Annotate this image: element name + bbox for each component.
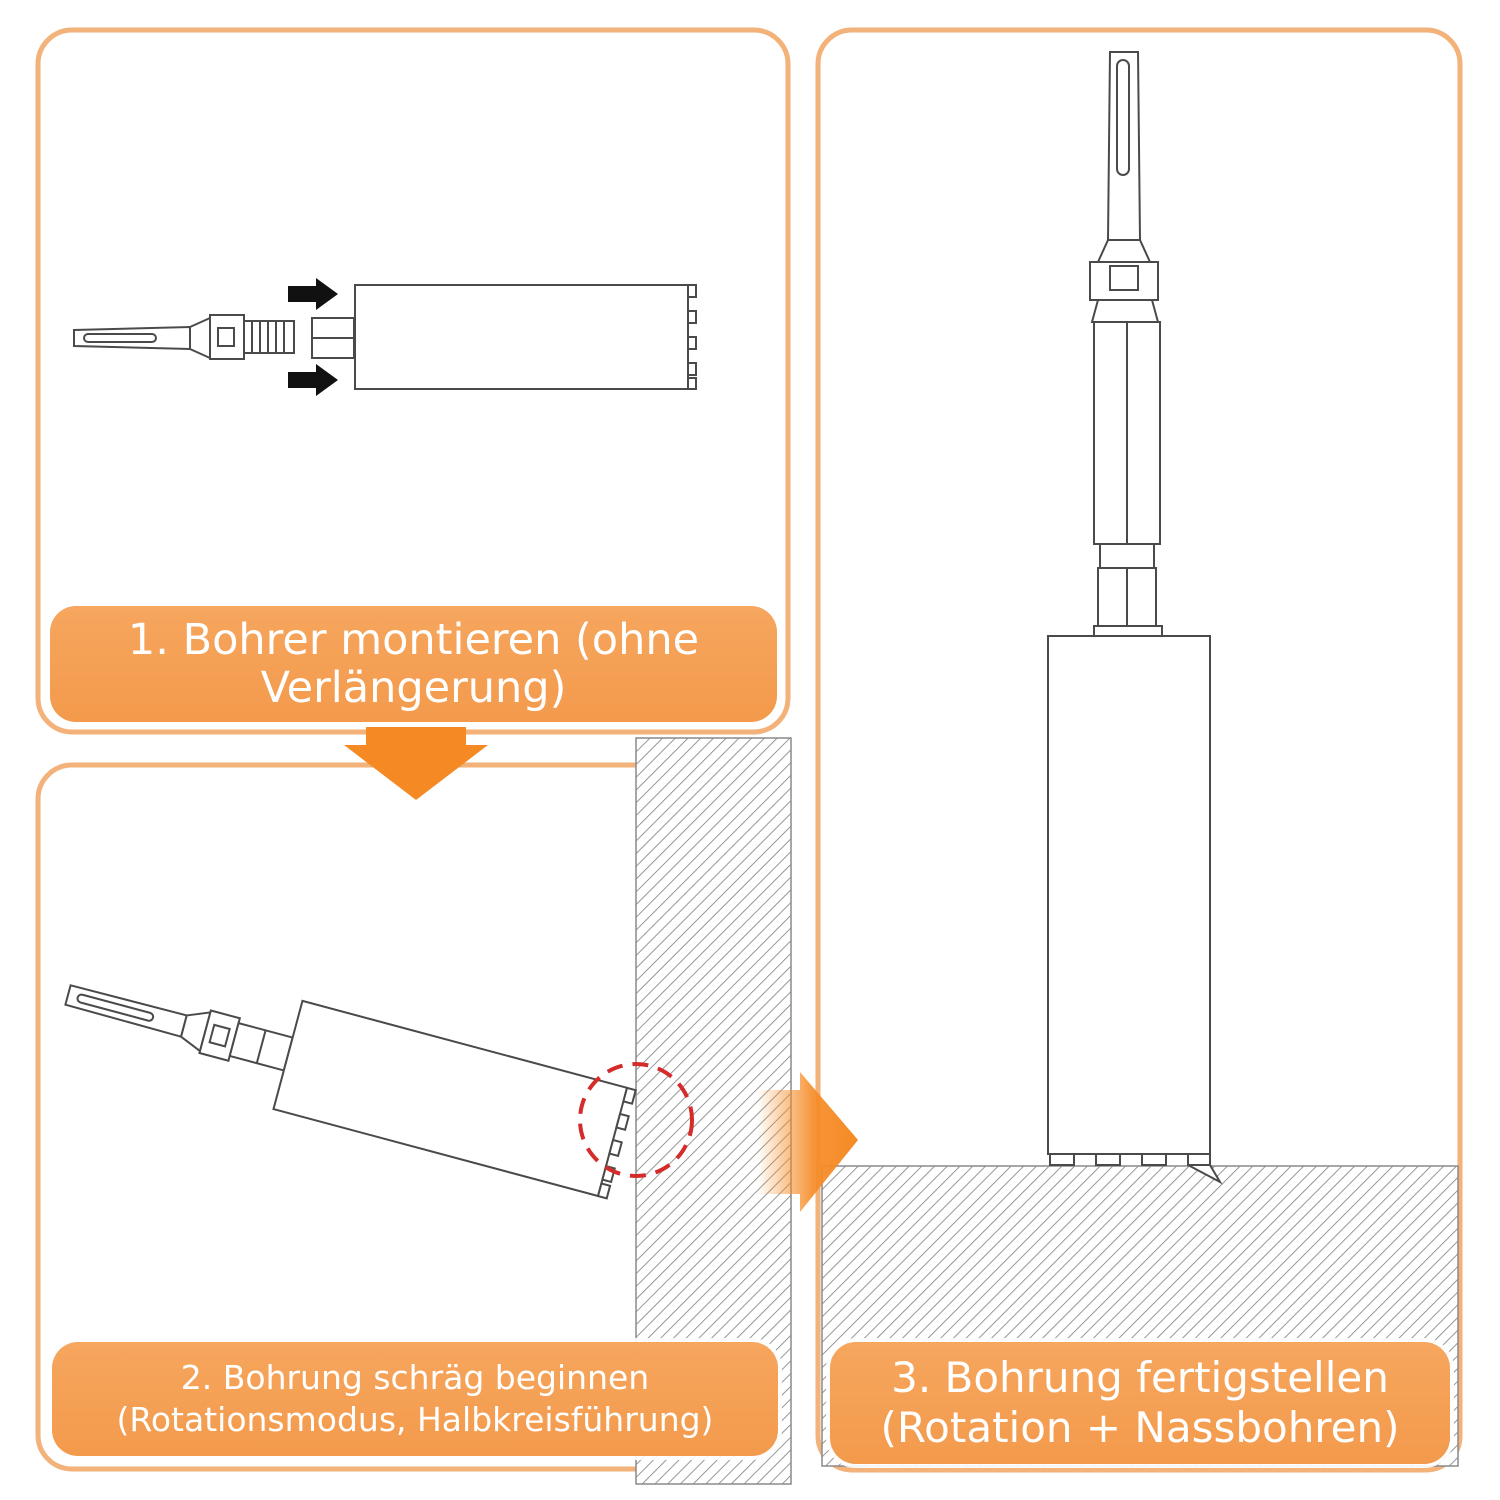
insert-arrows <box>288 278 338 396</box>
core-bit-body <box>354 284 689 390</box>
arrow-right-icon <box>288 364 338 396</box>
dashed-circle-icon <box>578 1062 694 1178</box>
arrow-right-icon <box>757 1072 858 1212</box>
step2-drill-assembly <box>64 984 637 1200</box>
sds-shank <box>73 316 211 360</box>
step1-drill-assembly <box>73 284 697 390</box>
step-3-label: 3. Bohrung fertigstellen (Rotation + Nas… <box>830 1342 1450 1464</box>
core-bit-body <box>1047 635 1211 1155</box>
adapter-thread <box>243 320 295 354</box>
diamond-segments <box>687 284 697 390</box>
step-2-line-1: 2. Bohrung schräg beginnen <box>180 1358 650 1397</box>
arrow-right-icon <box>288 278 338 310</box>
step-2-label: 2. Bohrung schräg beginnen (Rotationsmod… <box>52 1342 778 1456</box>
step-3-line-1: 3. Bohrung fertigstellen <box>891 1353 1389 1402</box>
step-2-line-2: (Rotationsmodus, Halbkreisführung) <box>116 1400 714 1439</box>
step-1-label: 1. Bohrer montieren (ohne Verlängerung) <box>50 606 777 722</box>
diamond-segments <box>1049 1153 1211 1166</box>
step-1-line-2: Verlängerung) <box>260 663 567 713</box>
step-3-line-2: (Rotation + Nassbohren) <box>880 1403 1400 1452</box>
step-1-line-1: 1. Bohrer montieren (ohne <box>127 615 700 665</box>
arrow-down-icon <box>344 727 488 800</box>
step3-drill-assembly <box>1047 51 1223 1185</box>
